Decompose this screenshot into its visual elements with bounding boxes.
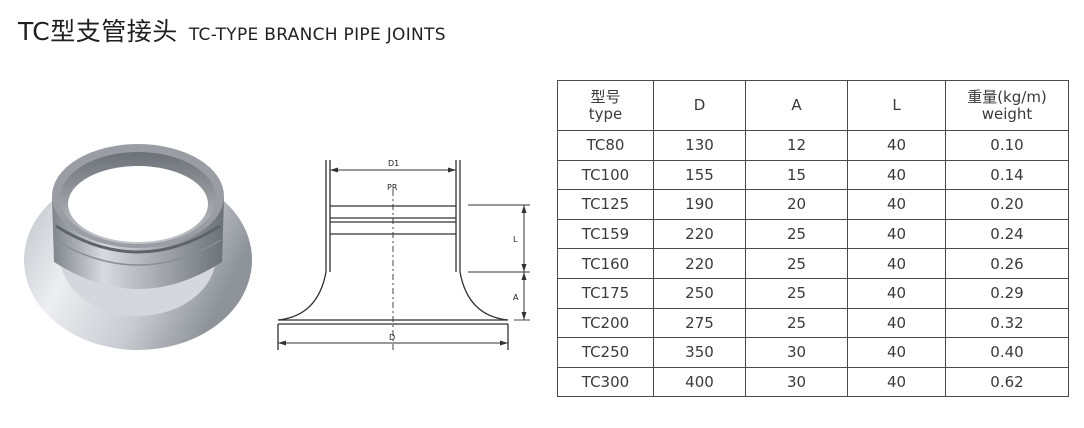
- cell-type: TC80: [557, 130, 654, 161]
- cell-d: 190: [653, 189, 746, 220]
- product-photo: [24, 144, 252, 350]
- cell-d: 400: [653, 366, 746, 398]
- cell-weight: 0.20: [945, 189, 1069, 220]
- cell-l: 40: [847, 248, 946, 279]
- cell-a: 20: [745, 189, 848, 220]
- cell-d: 220: [653, 218, 746, 250]
- cell-weight: 0.26: [945, 248, 1069, 279]
- header-weight: 重量(kg/m)weight: [945, 80, 1069, 131]
- table-row: TC160 220 25 40 0.26: [557, 248, 1069, 279]
- cell-type: TC159: [557, 218, 654, 250]
- cell-d: 250: [653, 277, 746, 309]
- table-row: TC200 275 25 40 0.32: [557, 307, 1069, 339]
- cell-type: TC125: [557, 189, 654, 220]
- cell-type: TC160: [557, 248, 654, 279]
- cell-weight: 0.40: [945, 337, 1069, 368]
- cell-a: 25: [745, 218, 848, 250]
- cell-a: 25: [745, 307, 848, 339]
- cell-type: TC300: [557, 366, 654, 398]
- cell-l: 40: [847, 218, 946, 250]
- label-l: L: [513, 235, 518, 244]
- table-row: TC80 130 12 40 0.10: [557, 130, 1069, 161]
- table-row: TC250 350 30 40 0.40: [557, 337, 1069, 368]
- cell-a: 15: [745, 159, 848, 191]
- cell-d: 155: [653, 159, 746, 191]
- cell-type: TC100: [557, 159, 654, 191]
- cell-l: 40: [847, 189, 946, 220]
- cell-d: 275: [653, 307, 746, 339]
- cell-weight: 0.24: [945, 218, 1069, 250]
- page-title: TC型支管接头 TC-TYPE BRANCH PIPE JOINTS: [18, 12, 446, 48]
- cell-type: TC175: [557, 277, 654, 309]
- cell-weight: 0.10: [945, 130, 1069, 161]
- label-pr: PR: [387, 183, 398, 192]
- title-cn: TC型支管接头: [18, 17, 178, 46]
- header-a: A: [745, 80, 848, 131]
- cell-a: 25: [745, 277, 848, 309]
- cell-l: 40: [847, 307, 946, 339]
- cell-a: 30: [745, 337, 848, 368]
- table-row: TC159 220 25 40 0.24: [557, 218, 1069, 250]
- label-d: D: [389, 333, 395, 342]
- table-row: TC175 250 25 40 0.29: [557, 277, 1069, 309]
- cell-l: 40: [847, 130, 946, 161]
- cell-d: 130: [653, 130, 746, 161]
- cell-d: 220: [653, 248, 746, 279]
- label-a: A: [513, 293, 519, 302]
- title-en: TC-TYPE BRANCH PIPE JOINTS: [188, 25, 446, 45]
- cell-l: 40: [847, 337, 946, 368]
- cell-l: 40: [847, 366, 946, 398]
- cell-weight: 0.29: [945, 277, 1069, 309]
- cell-a: 30: [745, 366, 848, 398]
- technical-drawing: D1 PR L A D: [277, 159, 530, 350]
- cell-a: 12: [745, 130, 848, 161]
- table-row: TC125 190 20 40 0.20: [557, 189, 1069, 220]
- cell-weight: 0.14: [945, 159, 1069, 191]
- cell-l: 40: [847, 277, 946, 309]
- cell-type: TC200: [557, 307, 654, 339]
- table-row: TC100 155 15 40 0.14: [557, 159, 1069, 191]
- cell-a: 25: [745, 248, 848, 279]
- cell-l: 40: [847, 159, 946, 191]
- header-d: D: [653, 80, 746, 131]
- header-l: L: [847, 80, 946, 131]
- cell-weight: 0.62: [945, 366, 1069, 398]
- cell-weight: 0.32: [945, 307, 1069, 339]
- cell-type: TC250: [557, 337, 654, 368]
- table-row: TC300 400 30 40 0.62: [557, 366, 1069, 398]
- label-d1: D1: [388, 159, 399, 168]
- cell-d: 350: [653, 337, 746, 368]
